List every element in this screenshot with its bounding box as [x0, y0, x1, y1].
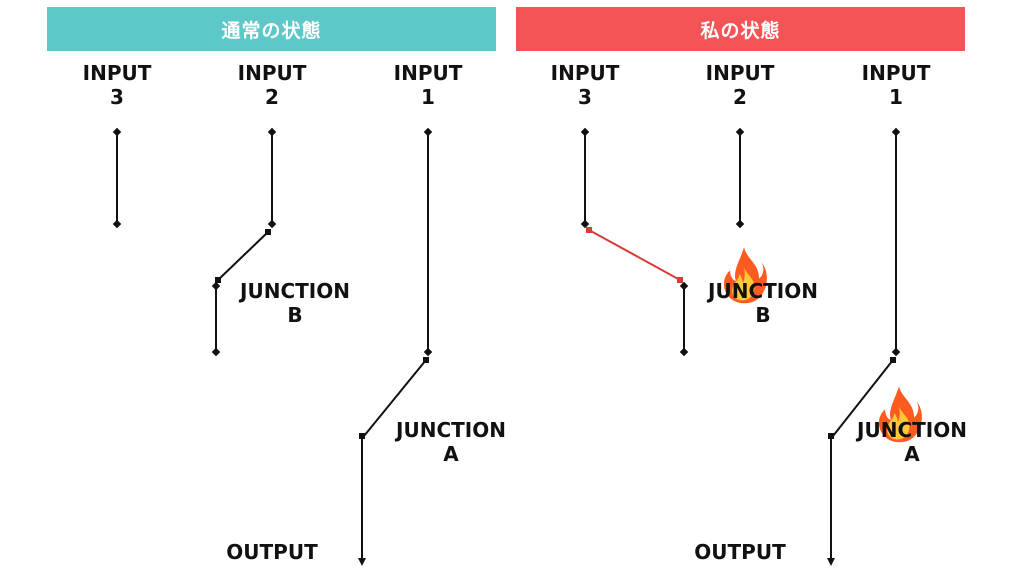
right-misrouted-link	[588, 229, 681, 281]
node-marker	[211, 347, 221, 357]
right-junction-a-link	[832, 359, 894, 437]
node-marker	[891, 347, 901, 357]
node-marker	[215, 277, 221, 283]
left-input-3-label-line2: 3	[110, 85, 124, 109]
output-arrow	[827, 558, 835, 566]
fire-icon	[878, 386, 922, 443]
left-junction-a-label-line2: A	[443, 442, 459, 466]
node-marker	[586, 227, 592, 233]
node-marker	[211, 281, 221, 291]
right-input-3-label-line2: 3	[578, 85, 592, 109]
node-marker	[580, 219, 590, 229]
right-input-3-label: INPUT 3	[551, 61, 620, 109]
right-junction-a-label: JUNCTION A	[857, 418, 967, 466]
right-junction-b-label-line2: B	[755, 303, 771, 327]
right-output-label: OUTPUT	[694, 540, 786, 564]
right-input-1-label-line2: 1	[889, 85, 903, 109]
right-input-2-label: INPUT 2	[706, 61, 775, 109]
node-marker	[267, 219, 277, 229]
left-input-1-label: INPUT 1	[394, 61, 463, 109]
node-marker	[265, 229, 271, 235]
right-junction-b-label-line1: JUNCTION	[708, 279, 818, 303]
left-junction-b-label-line2: B	[287, 303, 303, 327]
left-input-2-label-line1: INPUT	[237, 61, 307, 85]
left-input-1-label-line1: INPUT	[393, 61, 463, 85]
left-junction-b-label-line1: JUNCTION	[240, 279, 350, 303]
node-marker	[677, 277, 683, 283]
node-marker	[423, 347, 433, 357]
left-junction-a-label-line1: JUNCTION	[396, 418, 506, 442]
left-output-label: OUTPUT	[226, 540, 318, 564]
left-input-3-label: INPUT 3	[83, 61, 152, 109]
node-marker	[828, 433, 834, 439]
right-input-2-label-line2: 2	[733, 85, 747, 109]
left-input-3-label-line1: INPUT	[82, 61, 152, 85]
my-state-title: 私の状態	[700, 19, 781, 42]
fire-icon	[723, 247, 767, 304]
node-marker	[423, 357, 429, 363]
node-marker	[359, 433, 365, 439]
output-arrow	[358, 558, 366, 566]
right-junction-b-label: JUNCTION B	[708, 279, 818, 327]
node-marker	[580, 127, 590, 137]
node-marker	[112, 127, 122, 137]
left-junction-a-label: JUNCTION A	[396, 418, 506, 466]
right-input-2-label-line1: INPUT	[705, 61, 775, 85]
left-input-2-link	[217, 231, 269, 281]
node-marker	[679, 347, 689, 357]
node-marker	[735, 127, 745, 137]
left-junction-b-label: JUNCTION B	[240, 279, 350, 327]
right-input-3-label-line1: INPUT	[550, 61, 620, 85]
normal-state-banner: 通常の状態	[47, 7, 496, 51]
node-marker	[679, 281, 689, 291]
node-marker	[735, 219, 745, 229]
my-state-banner: 私の状態	[516, 7, 965, 51]
right-junction-a-label-line1: JUNCTION	[857, 418, 967, 442]
left-input-2-label-line2: 2	[265, 85, 279, 109]
left-input-1-label-line2: 1	[421, 85, 435, 109]
normal-state-title: 通常の状態	[221, 19, 322, 42]
right-input-1-label: INPUT 1	[862, 61, 931, 109]
right-junction-a-label-line2: A	[904, 442, 920, 466]
node-marker	[423, 127, 433, 137]
left-input-2-label: INPUT 2	[238, 61, 307, 109]
node-marker	[890, 357, 896, 363]
node-marker	[891, 127, 901, 137]
node-marker	[267, 127, 277, 137]
left-junction-a-link	[363, 359, 427, 437]
node-marker	[112, 219, 122, 229]
right-input-1-label-line1: INPUT	[861, 61, 931, 85]
